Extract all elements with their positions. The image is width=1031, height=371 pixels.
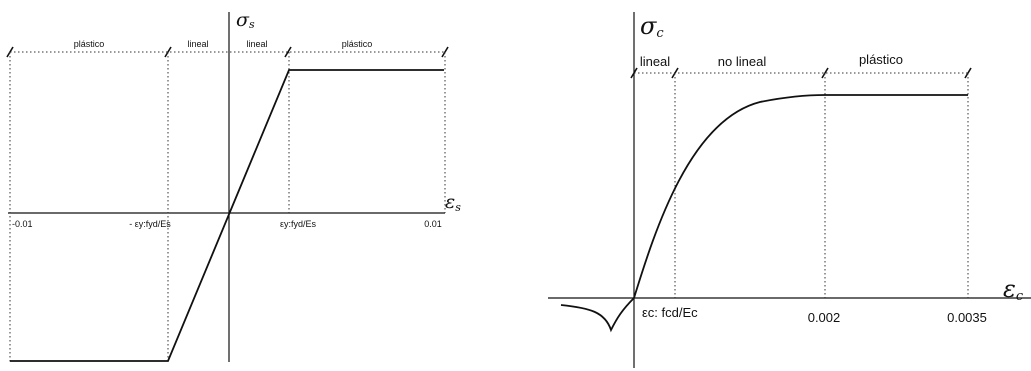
concrete-tick-label: εc: fcd/Ec [642,305,698,320]
steel-tick-label: - εy:fyd/Es [129,219,171,229]
concrete-stress-strain-curve [633,94,968,299]
concrete-region-label: no lineal [718,54,767,69]
steel-region-label: plástico [342,39,373,49]
concrete-x-axis-label: εc [1003,275,1024,304]
concrete-region-label: lineal [640,54,670,69]
concrete-tick-label: 0.002 [808,310,841,325]
steel-stress-strain-curve [10,69,444,362]
concrete-tension-tail [560,297,635,333]
steel-diagram: plástico lineal lineal plástico -0.01 - … [6,9,461,362]
concrete-y-axis-label: σc [640,12,664,41]
steel-tick-label: 0.01 [424,219,442,229]
steel-region-label: lineal [246,39,267,49]
steel-tick-label: -0.01 [12,219,33,229]
concrete-diagram: lineal no lineal plástico εc: fcd/Ec 0.0… [548,12,1031,368]
steel-x-axis-label: εs [445,191,461,214]
steel-region-label: plástico [74,39,105,49]
steel-y-axis-label: σs [236,9,255,31]
steel-region-label: lineal [187,39,208,49]
concrete-region-tick [630,67,638,79]
steel-tick-label: εy:fyd/Es [280,219,317,229]
concrete-region-label: plástico [859,52,903,67]
steel-region-tick [284,46,292,58]
concrete-tick-label: 0.0035 [947,310,987,325]
